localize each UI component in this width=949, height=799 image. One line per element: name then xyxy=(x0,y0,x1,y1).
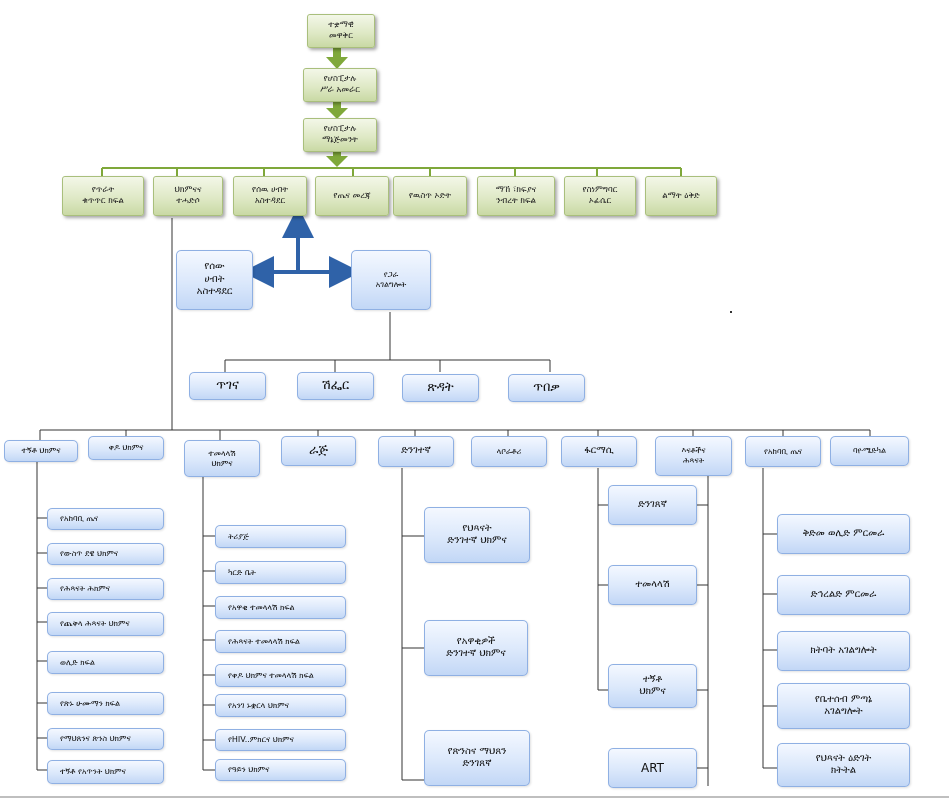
inpatient-item: የማህጸንና ጽንስ ህክምና xyxy=(47,728,164,750)
hr-arrows xyxy=(242,206,361,288)
dept-internal-audit: የዉስጥ ኦድት xyxy=(393,176,467,216)
top-chain-arrows xyxy=(326,48,348,167)
pharmacy-item: ተኝቶ ህክምና xyxy=(608,664,697,708)
dept-development-plan: ልማት ዕቅድ xyxy=(645,176,717,216)
unit-surgery: ቀዶ ህክምና xyxy=(88,436,164,460)
unit-mother-child: እናቶችና ሕጻናት xyxy=(655,436,732,476)
dept-ethics-officer: የስነምግባር ኦፊሴር xyxy=(564,176,636,216)
support-driver: ሽፌር xyxy=(297,372,374,400)
inpatient-item: የጽኑ ሁሙማን ክፍል xyxy=(47,692,164,715)
env-health-item: የህጻናት ዕድገት ክትትል xyxy=(777,743,910,787)
emergency-item: የጽንስና ማህጸን ድንገጸኛ xyxy=(424,730,530,786)
support-cleaning: ጽዳት xyxy=(402,374,479,402)
pharmacy-item: ተመላላሽ xyxy=(608,565,697,605)
outpatient-item: የዓይን ህክምና xyxy=(215,759,346,781)
dept-quality-control: የጥራት ቁጥጥር ክፍል xyxy=(62,176,144,216)
org-structure-box: ተቋማዊ መዋቅር xyxy=(307,14,375,48)
hospital-management-box: የሆስፒታሉ ማኔጅመንት xyxy=(303,118,377,152)
unit-biomedical: ባዮሜድካል xyxy=(830,436,909,466)
emergency-item: የአዋቂዎች ድንገተኛ ህክምና xyxy=(424,620,528,676)
outpatient-item: የአንገ ኑቋርላ ህክምና xyxy=(215,694,346,717)
support-maintenance: ጥገና xyxy=(189,372,266,400)
outpatient-item: ትሪያጅ xyxy=(215,525,346,548)
unit-outpatient: ተመላላሽ ህክምና xyxy=(184,440,260,477)
unit-environmental-health: የአከባቢ ጤና xyxy=(745,436,821,467)
inpatient-item: ወሊድ ክፍል xyxy=(47,651,164,674)
pharmacy-item: ART xyxy=(608,748,697,788)
dept-health-information: የጤና መረጃ xyxy=(315,176,389,216)
tree-connectors xyxy=(36,218,871,786)
unit-pharmacy: ፋርማሲ xyxy=(561,436,637,467)
env-health-item: ቅድመ ወሊድ ምርመራ xyxy=(777,514,910,554)
dept-finance-property: ማኸ ፣ክፍያና ንብረት ክፍል xyxy=(477,176,555,216)
unit-laboratory: ላቦራቶሪ xyxy=(471,436,547,467)
pharmacy-item: ድንገጸኛ xyxy=(608,485,697,525)
emergency-item: የህጻናት ድንገተኛ ህክምና xyxy=(424,507,530,563)
shared-services-box: የጋራ አገልግሎት xyxy=(351,250,431,310)
outpatient-item: የአዋቂ ተመላላሽ ክፍል xyxy=(215,596,346,619)
outpatient-item: የሕጻናት ተመላላሽ ክፍል xyxy=(215,630,346,653)
outpatient-item: የHIV..ምክርና ህክምና xyxy=(215,729,346,751)
inpatient-item: ተኝቶ የአጥንት ህክምና xyxy=(47,760,164,784)
inpatient-item: የጨቅላ ሕጻናት ህክምና xyxy=(47,612,164,636)
outpatient-item: የቀዶ ህክምና ተመላላሽ ክፍል xyxy=(215,664,346,687)
dept-human-resource: የሰዉ ሀብት አስተዳደር xyxy=(233,176,307,216)
unit-radiology: ራጅ xyxy=(281,436,356,466)
dept-treatment-rehab: ህክምናና ተሓድሶ xyxy=(153,176,223,216)
hospital-board-box: የሆስፒታሉ ሥራ አመራር xyxy=(303,68,377,102)
inpatient-item: የአከባቢ ጤና xyxy=(47,508,164,530)
env-health-item: የቤተሰብ ምጣኔ አገልግሎት xyxy=(777,683,910,729)
env-health-item: ክትባት አገልግሎት xyxy=(777,631,910,671)
inpatient-item: የውስጥ ደዌ ህክምና xyxy=(47,543,164,565)
outpatient-item: ካርድ ቤት xyxy=(215,561,346,584)
unit-emergency: ድንገተኛ xyxy=(378,436,454,467)
bottom-border xyxy=(0,796,949,798)
support-security: ጥበቃ xyxy=(508,374,585,402)
hr-admin-box: የሰው ሀብት አስተዳደር xyxy=(176,250,253,310)
inpatient-item: የሕጻናት ሕክምና xyxy=(47,578,164,600)
department-connector xyxy=(101,167,682,176)
unit-inpatient: ተኝቶ ህክምና xyxy=(4,440,78,462)
stray-dot xyxy=(730,311,732,313)
env-health-item: ድኅረልድ ምርመራ xyxy=(777,575,910,615)
